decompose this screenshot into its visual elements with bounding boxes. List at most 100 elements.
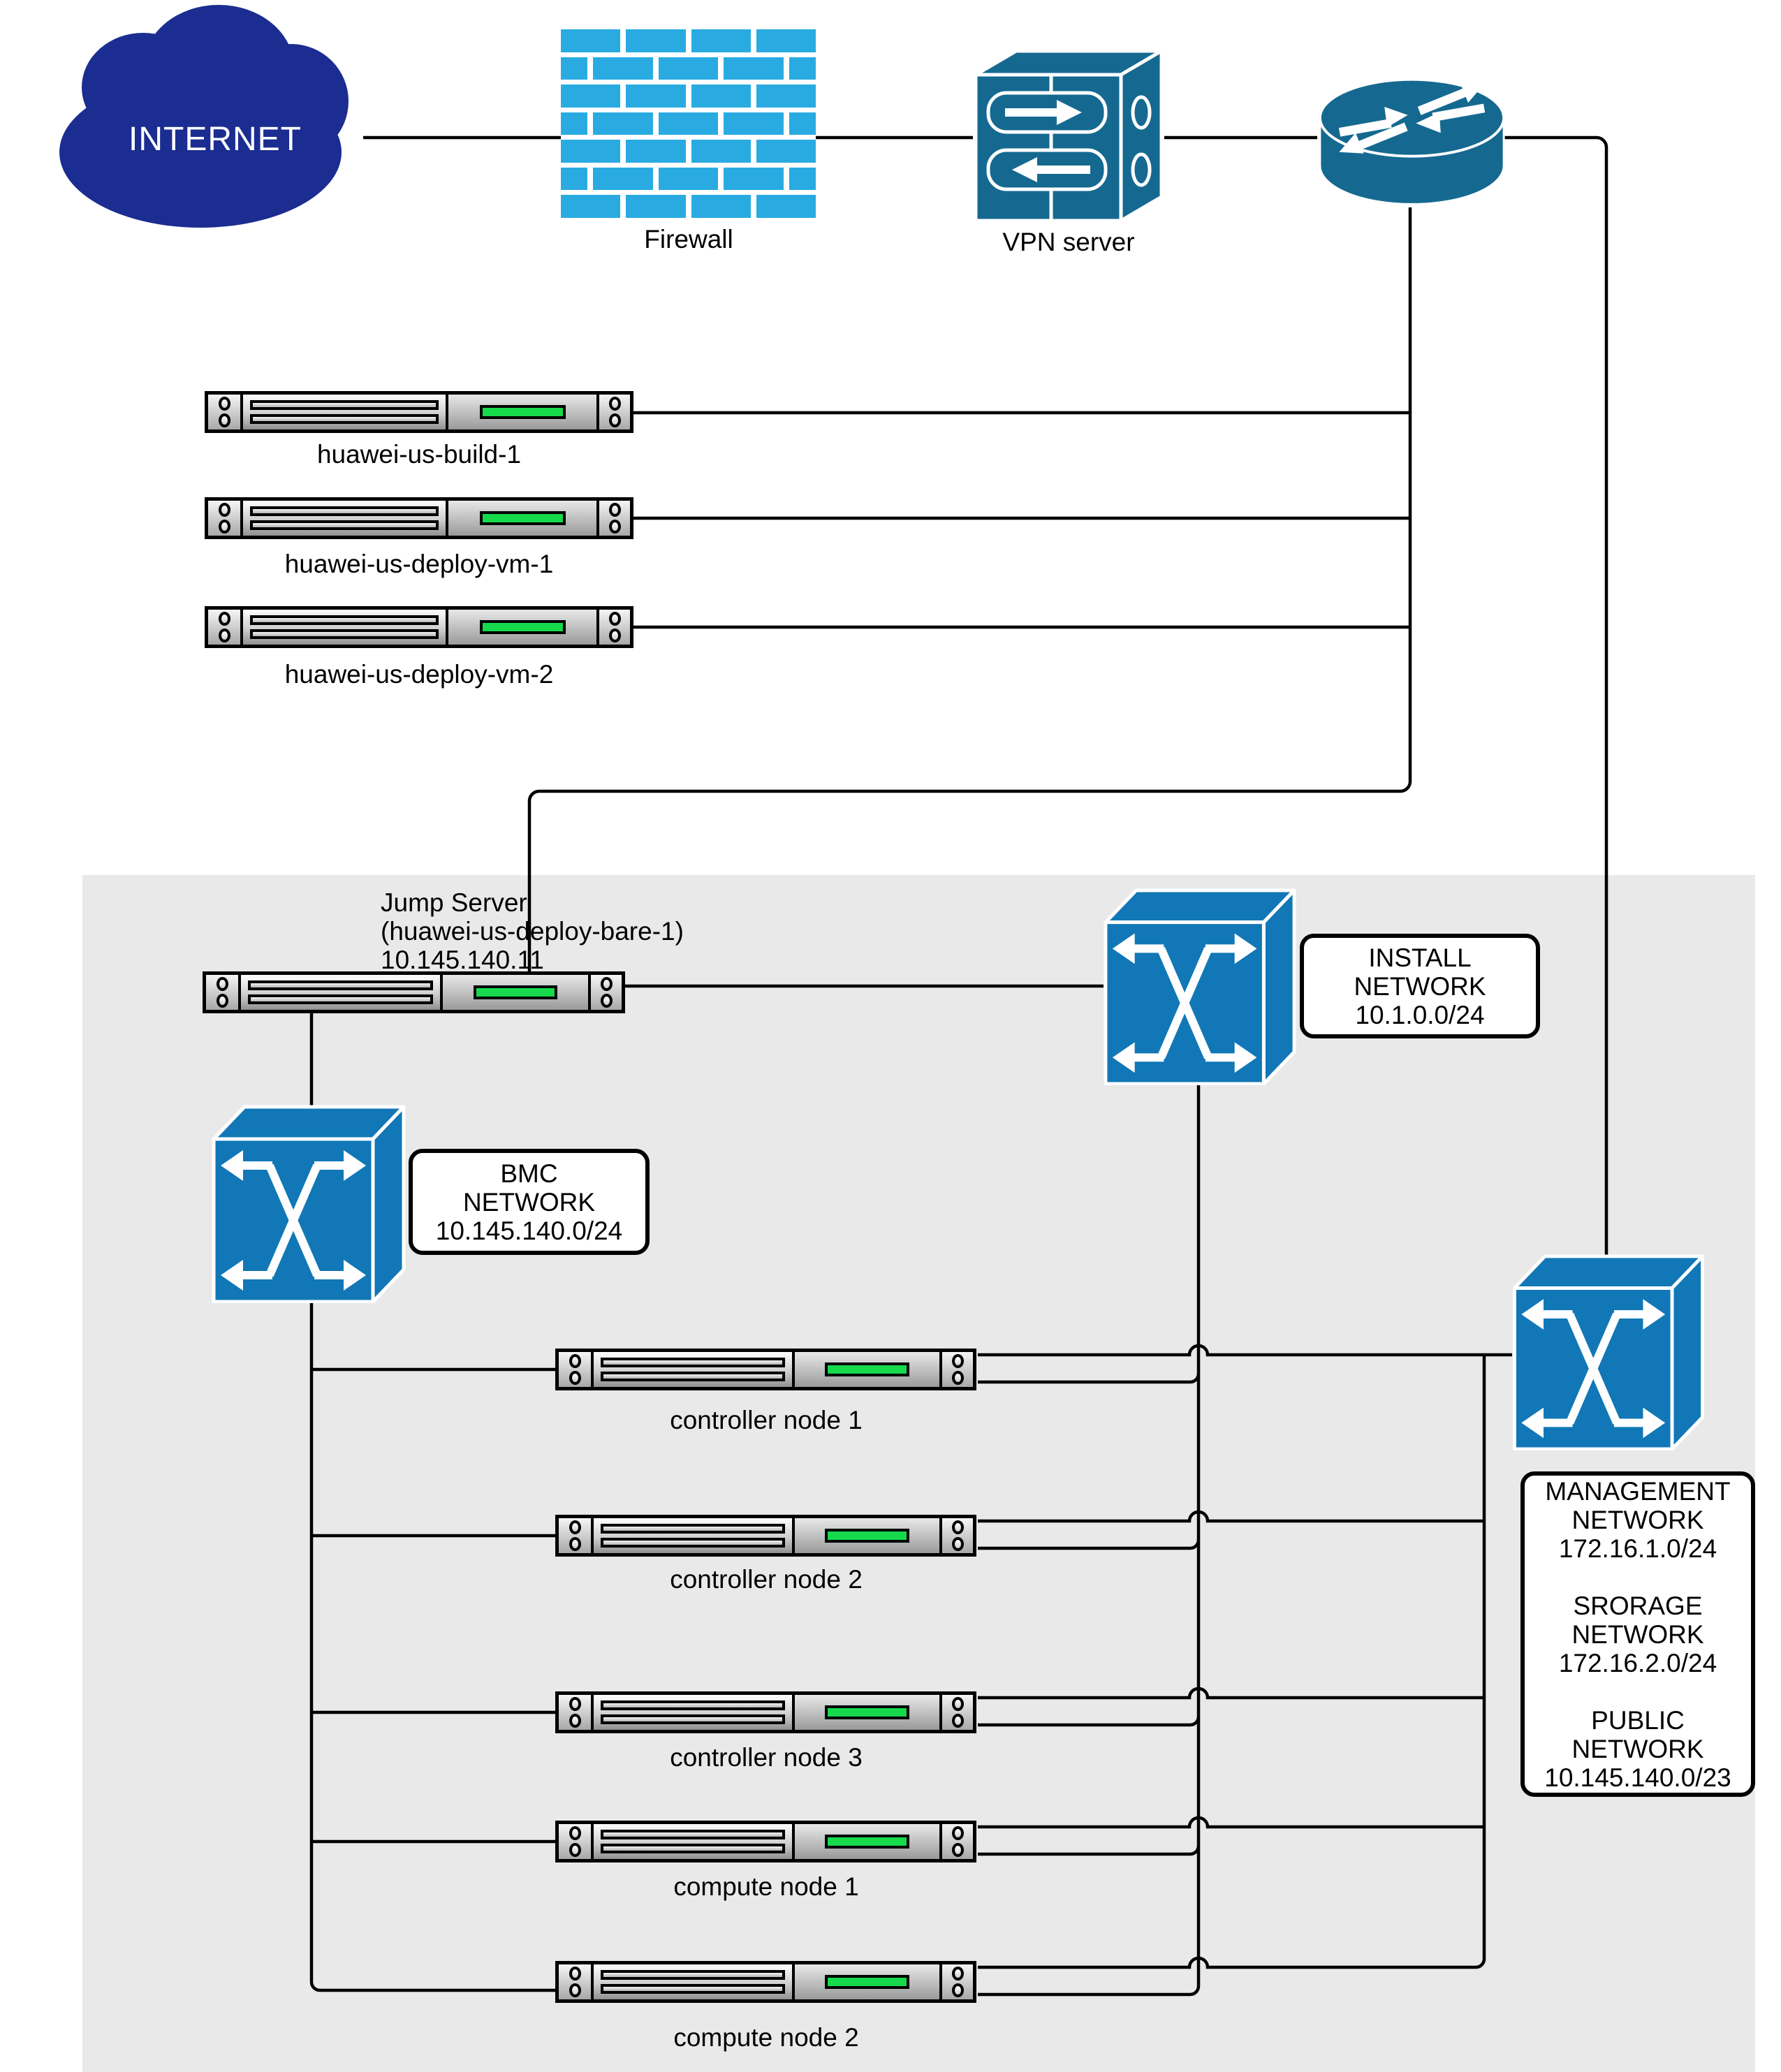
port-circle-icon: [600, 977, 613, 991]
server-jump: [203, 971, 625, 1013]
port-circle-icon: [951, 1354, 964, 1368]
bmc-network-label-box: BMC NETWORK 10.145.140.0/24: [409, 1149, 650, 1255]
install-switch-icon: [1102, 888, 1298, 1085]
drive-bay-icon: [250, 400, 439, 410]
port-circle-icon: [951, 1697, 964, 1711]
server-port-panel: [588, 975, 622, 1010]
server-port-panel: [559, 1964, 594, 1999]
port-circle-icon: [600, 994, 613, 1008]
server-huawei-us-deploy-vm-2: [205, 606, 633, 648]
internet-cloud: [59, 5, 349, 228]
server-drive-bays: [241, 975, 440, 1010]
server-port-panel: [939, 1964, 973, 1999]
server-drive-bays: [243, 395, 446, 429]
port-circle-icon: [608, 520, 621, 534]
port-circle-icon: [218, 520, 230, 534]
server-label: huawei-us-build-1: [316, 440, 522, 469]
node-label: controller node 2: [670, 1565, 863, 1594]
server-port-panel: [939, 1695, 973, 1730]
internet-label: INTERNET: [129, 121, 302, 158]
port-circle-icon: [608, 503, 621, 517]
status-led-icon: [825, 1529, 909, 1543]
server-port-panel: [596, 610, 630, 645]
port-circle-icon: [218, 413, 230, 427]
status-led-icon: [479, 405, 566, 419]
node-label: compute node 2: [673, 2023, 859, 2052]
port-circle-icon: [569, 1826, 581, 1840]
server-drive-bays: [243, 501, 446, 536]
install-network-label-box: INSTALL NETWORK 10.1.0.0/24: [1300, 934, 1540, 1038]
drive-bay-icon: [250, 629, 439, 639]
server-port-panel: [559, 1695, 594, 1730]
port-circle-icon: [608, 413, 621, 427]
server-port-panel: [208, 501, 243, 536]
server-drive-bays: [594, 1695, 792, 1730]
status-led-icon: [825, 1362, 909, 1376]
port-circle-icon: [608, 612, 621, 626]
server-status-panel: [446, 610, 596, 645]
server-port-panel: [939, 1352, 973, 1387]
server-port-panel: [939, 1518, 973, 1553]
port-circle-icon: [216, 994, 228, 1008]
port-circle-icon: [951, 1714, 964, 1728]
server-label: huawei-us-deploy-vm-1: [284, 550, 554, 578]
port-circle-icon: [569, 1537, 581, 1551]
drive-bay-icon: [601, 1714, 786, 1724]
server-status-panel: [792, 1695, 939, 1730]
drive-bay-icon: [248, 980, 434, 990]
server-drive-bays: [594, 1518, 792, 1553]
server-drive-bays: [594, 1964, 792, 1999]
drive-bay-icon: [601, 1700, 786, 1710]
node-label: controller node 1: [670, 1406, 863, 1434]
server-status-panel: [792, 1518, 939, 1553]
drive-bay-icon: [250, 520, 439, 530]
node-label: compute node 1: [673, 1872, 859, 1901]
port-circle-icon: [569, 1843, 581, 1857]
server-status-panel: [446, 395, 596, 429]
server-status-panel: [446, 501, 596, 536]
server-port-panel: [208, 610, 243, 645]
vpn-server-icon: [974, 49, 1164, 223]
server-port-panel: [208, 395, 243, 429]
server-drive-bays: [594, 1824, 792, 1859]
drive-bay-icon: [248, 994, 434, 1004]
server-status-panel: [792, 1964, 939, 1999]
port-circle-icon: [608, 397, 621, 411]
status-led-icon: [479, 620, 566, 634]
port-circle-icon: [569, 1967, 581, 1981]
firewall-label: Firewall: [644, 225, 733, 254]
port-circle-icon: [951, 1371, 964, 1385]
status-led-icon: [825, 1705, 909, 1719]
status-led-icon: [473, 985, 558, 999]
drive-bay-icon: [250, 615, 439, 625]
node-label: controller node 3: [670, 1743, 863, 1772]
firewall-icon: [561, 29, 816, 219]
drive-bay-icon: [601, 1844, 786, 1853]
drive-bay-icon: [601, 1970, 786, 1980]
port-circle-icon: [569, 1697, 581, 1711]
server-status-panel: [792, 1352, 939, 1387]
drive-bay-icon: [601, 1984, 786, 1994]
port-circle-icon: [218, 629, 230, 642]
drive-bay-icon: [601, 1372, 786, 1381]
server-port-panel: [559, 1352, 594, 1387]
server-drive-bays: [243, 610, 446, 645]
server-huawei-us-build-1: [205, 391, 633, 433]
status-led-icon: [479, 511, 566, 525]
port-circle-icon: [218, 503, 230, 517]
server-controller-node-3: [555, 1691, 976, 1733]
vpn-server-label: VPN server: [1002, 228, 1135, 256]
server-port-panel: [596, 501, 630, 536]
drive-bay-icon: [601, 1524, 786, 1534]
drive-bay-icon: [601, 1538, 786, 1548]
port-circle-icon: [218, 612, 230, 626]
port-circle-icon: [216, 977, 228, 991]
port-circle-icon: [951, 1537, 964, 1551]
port-circle-icon: [569, 1520, 581, 1534]
port-circle-icon: [569, 1354, 581, 1368]
server-huawei-us-deploy-vm-1: [205, 497, 633, 539]
port-circle-icon: [951, 1843, 964, 1857]
port-circle-icon: [951, 1983, 964, 1997]
drive-bay-icon: [250, 506, 439, 516]
